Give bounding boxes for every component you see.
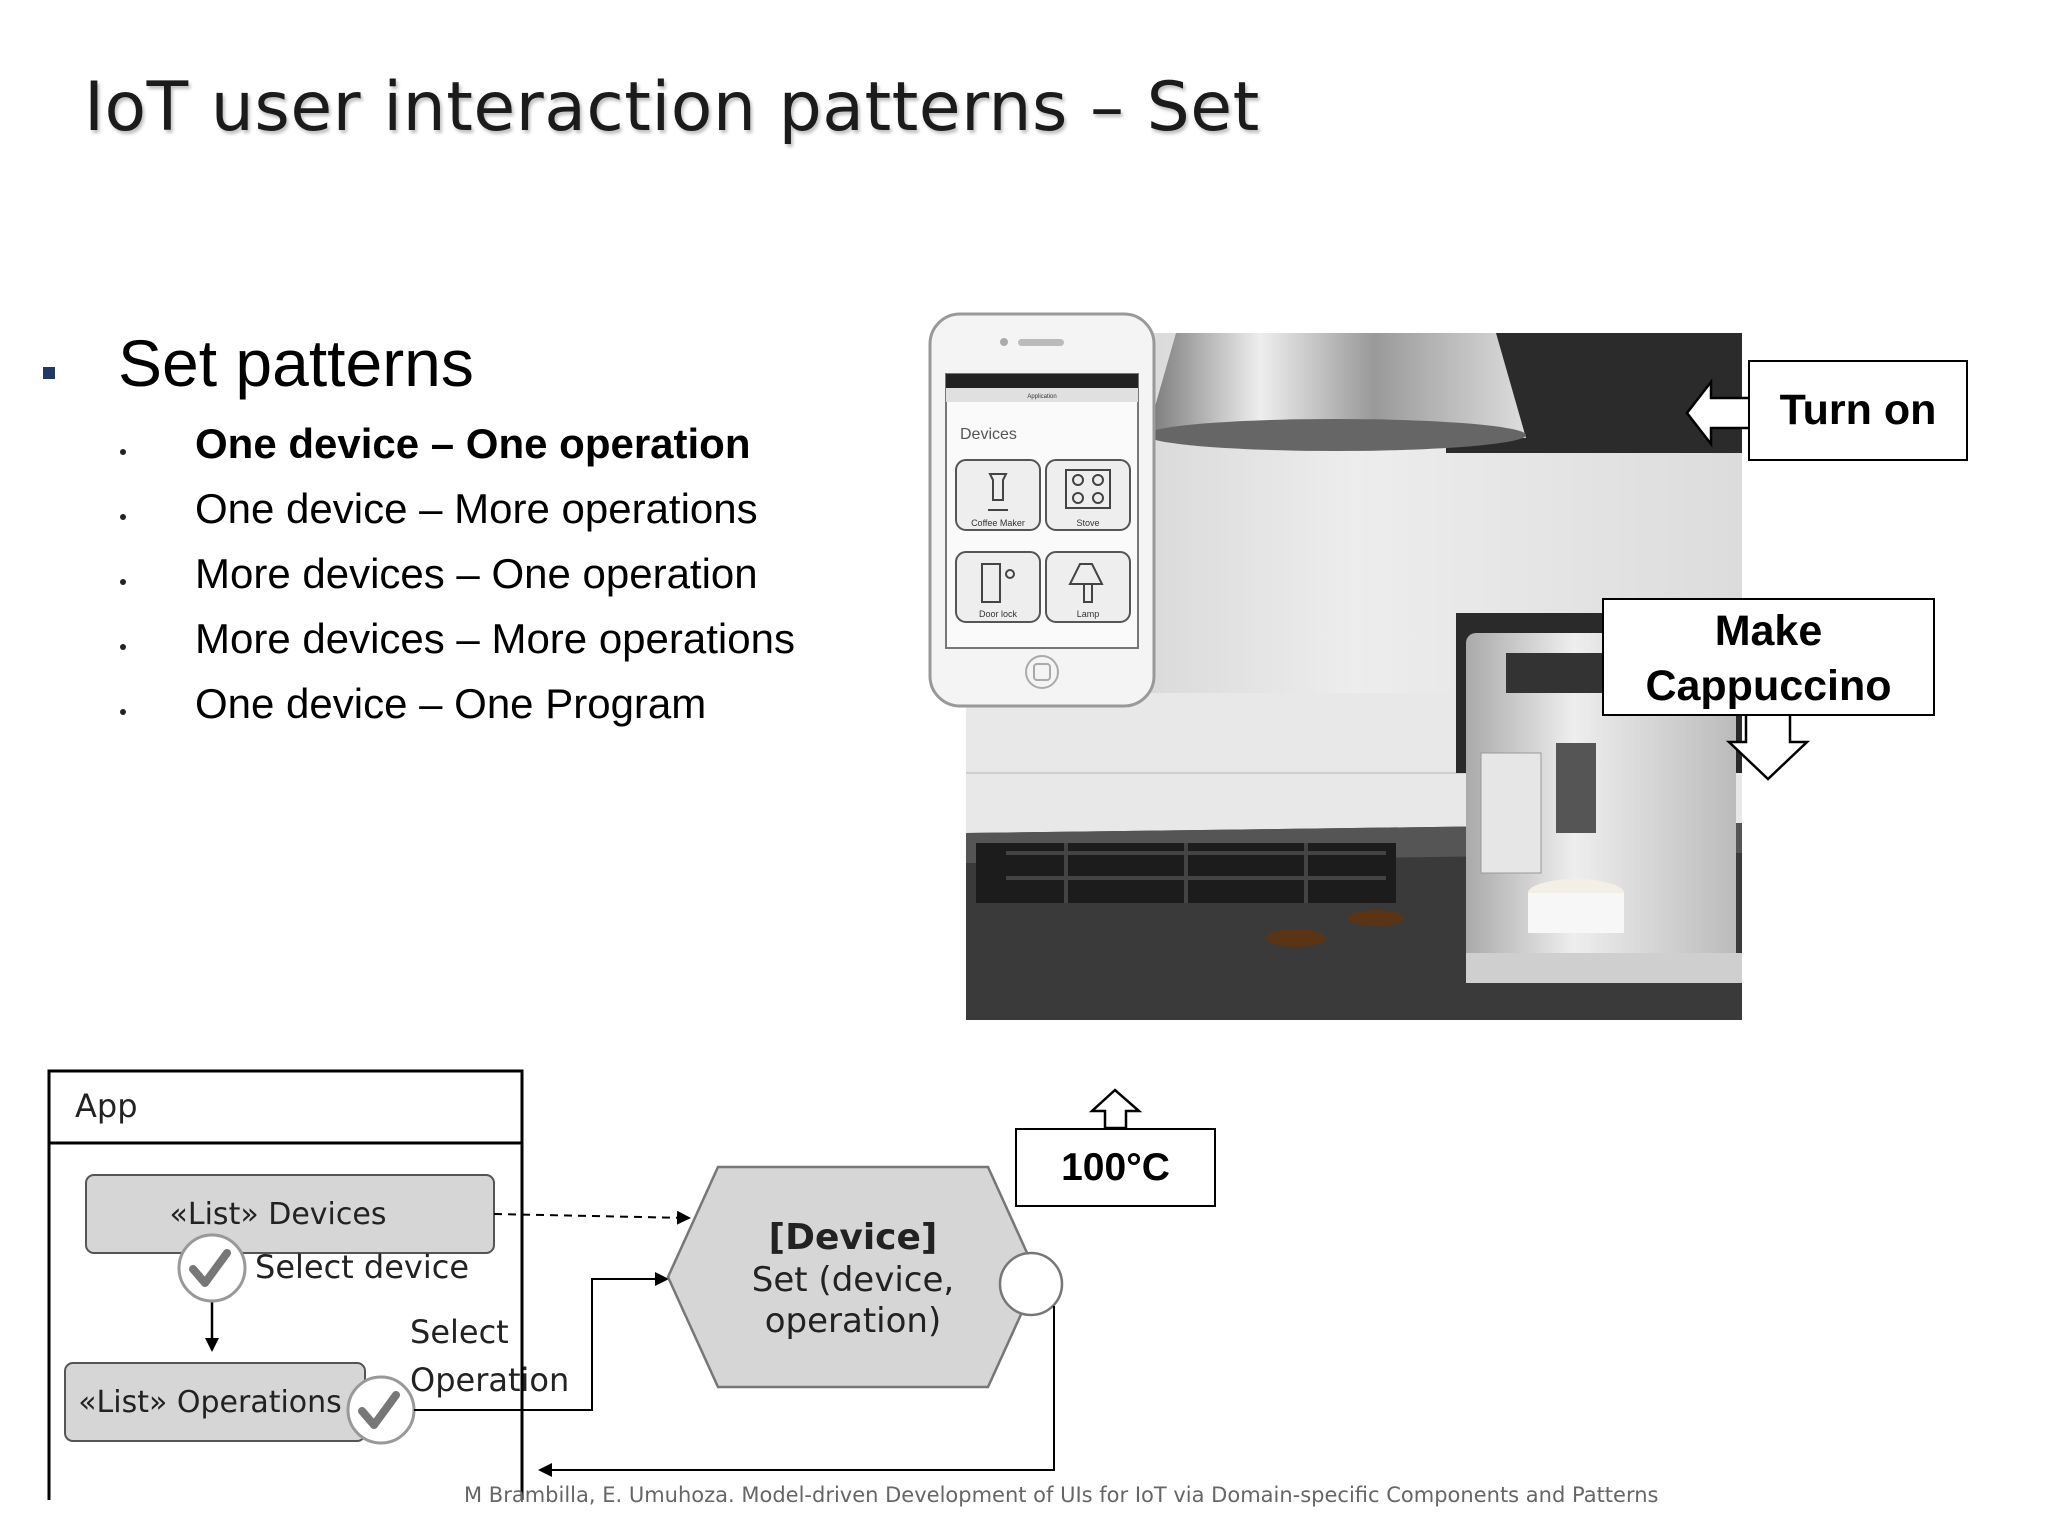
pattern-item: One device – One Program bbox=[195, 680, 707, 727]
bullet-dot-icon bbox=[120, 644, 126, 650]
arrow-left-icon bbox=[1685, 378, 1752, 448]
pattern-item: More devices – One operation bbox=[195, 550, 758, 597]
list-operations-label: «List» Operations bbox=[78, 1385, 342, 1420]
make-cappuccino-callout: Make Cappuccino bbox=[1602, 598, 1935, 716]
arrow-down-icon bbox=[1725, 712, 1811, 781]
device-title: [Device] bbox=[769, 1217, 938, 1258]
phone-devices-label: Devices bbox=[960, 426, 1017, 443]
app-label: App bbox=[75, 1087, 138, 1125]
bullet-dot-icon bbox=[120, 579, 126, 585]
bullet-square-icon bbox=[43, 367, 55, 379]
event-circle bbox=[998, 1251, 1064, 1317]
set-patterns-heading: Set patterns bbox=[118, 326, 474, 400]
bullet-dot-icon bbox=[120, 514, 126, 520]
select-device-check-icon bbox=[177, 1233, 247, 1303]
select-operation-label-line2: Operation bbox=[410, 1361, 569, 1399]
device-set-line1: Set (device, bbox=[752, 1260, 954, 1300]
make-cappuccino-line1: Make bbox=[1714, 607, 1823, 655]
turn-on-callout: Turn on bbox=[1748, 360, 1968, 461]
pattern-item: One device – One operation bbox=[195, 420, 751, 467]
select-device-label: Select device bbox=[255, 1248, 469, 1286]
bullet-dot-icon bbox=[120, 449, 126, 455]
device-set-line2: operation) bbox=[765, 1301, 942, 1341]
phone-device-coffee-maker: Coffee Maker bbox=[971, 518, 1025, 528]
make-cappuccino-line2: Cappuccino bbox=[1645, 662, 1892, 710]
pattern-item: One device – More operations bbox=[195, 485, 758, 532]
pattern-item: More devices – More operations bbox=[195, 615, 795, 662]
interaction-flow-diagram: App «List» Devices «List» Operations Sel… bbox=[47, 1069, 1064, 1500]
select-operation-check-icon bbox=[346, 1375, 416, 1445]
list-devices-label: «List» Devices bbox=[170, 1197, 387, 1232]
select-operation-label-line1: Select bbox=[410, 1313, 509, 1351]
phone-mockup: Application Devices Coffee Maker Stove D… bbox=[928, 312, 1156, 708]
temperature-callout: 100°C bbox=[1015, 1128, 1216, 1207]
footer-citation: M Brambilla, E. Umuhoza. Model-driven De… bbox=[464, 1483, 1659, 1507]
phone-device-lamp: Lamp bbox=[1077, 609, 1100, 619]
phone-device-stove: Stove bbox=[1076, 518, 1099, 528]
slide-title: IoT user interaction patterns – Set bbox=[84, 68, 1260, 147]
phone-header-text: Application bbox=[1027, 394, 1056, 400]
phone-device-door-lock: Door lock bbox=[979, 609, 1018, 619]
bullet-dot-icon bbox=[120, 709, 126, 715]
